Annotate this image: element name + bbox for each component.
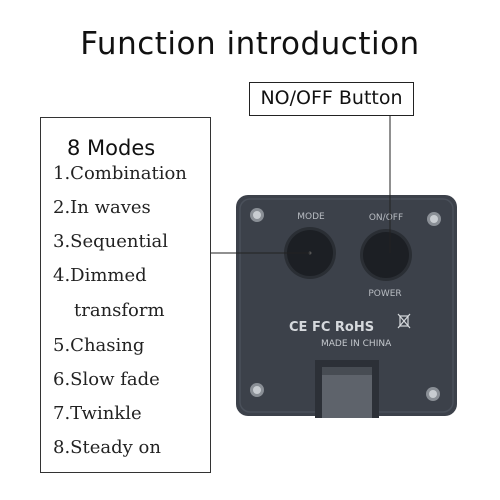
mode-item: 3.Sequential xyxy=(53,231,168,252)
modes-panel: 8 Modes 1.Combination 2.In waves 3.Seque… xyxy=(40,117,211,473)
origin-label: MADE IN CHINA xyxy=(321,339,392,349)
mode-item: 4.Dimmed xyxy=(53,265,147,286)
screw-icon xyxy=(427,212,441,226)
power-button-label: ON/OFF xyxy=(369,213,403,223)
page-title: Function introduction xyxy=(80,26,420,62)
screw-icon xyxy=(250,383,264,397)
mode-item: 1.Combination xyxy=(53,163,187,184)
modes-heading: 8 Modes xyxy=(67,136,156,160)
mode-item: transform xyxy=(74,300,165,321)
certification-marks: CE FC RoHS xyxy=(289,320,374,335)
power-button xyxy=(360,229,412,281)
power-label: POWER xyxy=(368,289,401,299)
mode-item: 7.Twinkle xyxy=(53,403,142,424)
mode-button-label: MODE xyxy=(297,212,325,222)
connector-slot xyxy=(315,360,379,418)
screw-icon xyxy=(250,208,264,222)
onoff-button-callout: NO/OFF Button xyxy=(249,82,414,116)
weee-bin-icon xyxy=(397,313,411,329)
mode-item: 2.In waves xyxy=(53,197,151,218)
mode-item: 8.Steady on xyxy=(53,437,161,458)
screw-icon xyxy=(426,387,440,401)
mode-item: 5.Chasing xyxy=(53,335,145,356)
mode-item: 6.Slow fade xyxy=(53,369,160,390)
